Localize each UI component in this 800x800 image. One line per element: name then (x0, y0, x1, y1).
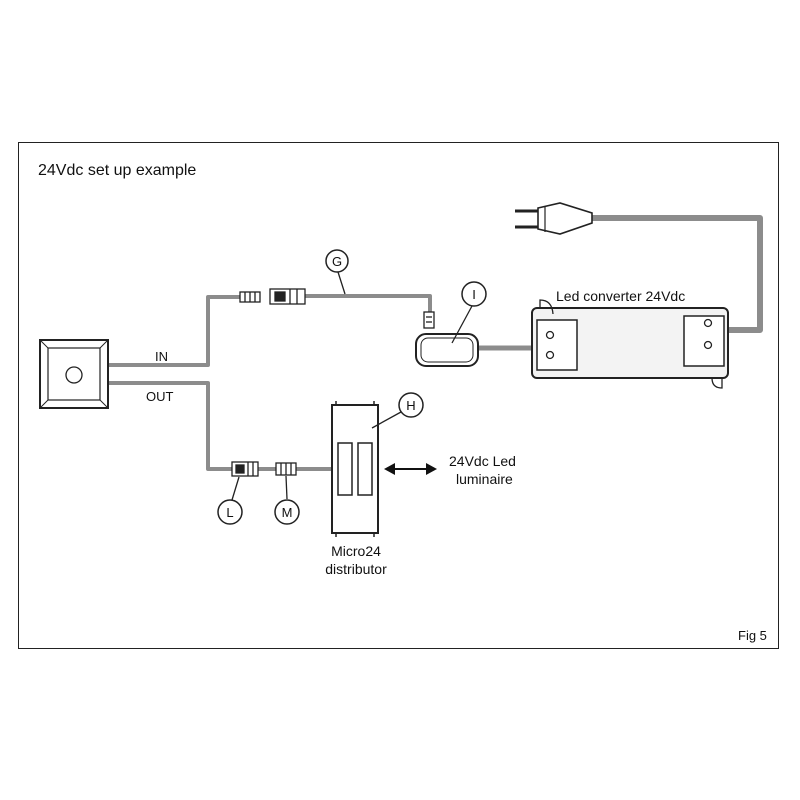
micro24-distributor (331, 401, 379, 537)
cable-g (305, 294, 432, 315)
callout-h: H (371, 392, 424, 429)
svg-text:L: L (226, 505, 233, 520)
switch-sensor (39, 339, 109, 409)
distributor-label-line2: distributor (325, 561, 387, 577)
svg-text:I: I (472, 287, 476, 302)
cable-in (108, 295, 240, 367)
luminaire-label-line2: luminaire (456, 471, 513, 487)
luminaire-label-line1: 24Vdc Led (449, 453, 516, 469)
led-driver (415, 333, 479, 367)
callout-g: G (325, 249, 349, 295)
diagram-title: 24Vdc set up example (38, 162, 197, 179)
cable-out (108, 381, 232, 471)
led-converter (531, 299, 729, 389)
out-label: OUT (146, 389, 174, 404)
double-arrow-icon (384, 463, 437, 475)
distributor-label-line1: Micro24 (331, 543, 381, 559)
callout-i: I (451, 281, 487, 344)
connector-m (275, 462, 297, 476)
svg-text:H: H (406, 398, 415, 413)
diagram-frame (18, 142, 779, 649)
callout-l: L (217, 476, 243, 525)
connector-l (231, 461, 259, 477)
cable-mains (592, 215, 763, 333)
mains-plug (515, 202, 593, 235)
svg-text:G: G (332, 254, 342, 269)
connector-g (423, 311, 435, 329)
cables (108, 215, 763, 471)
figure-label: Fig 5 (738, 628, 767, 643)
svg-text:M: M (282, 505, 293, 520)
in-label: IN (155, 349, 168, 364)
converter-label: Led converter 24Vdc (556, 288, 685, 304)
connector-in-pair (239, 288, 306, 305)
callout-m: M (274, 475, 300, 525)
